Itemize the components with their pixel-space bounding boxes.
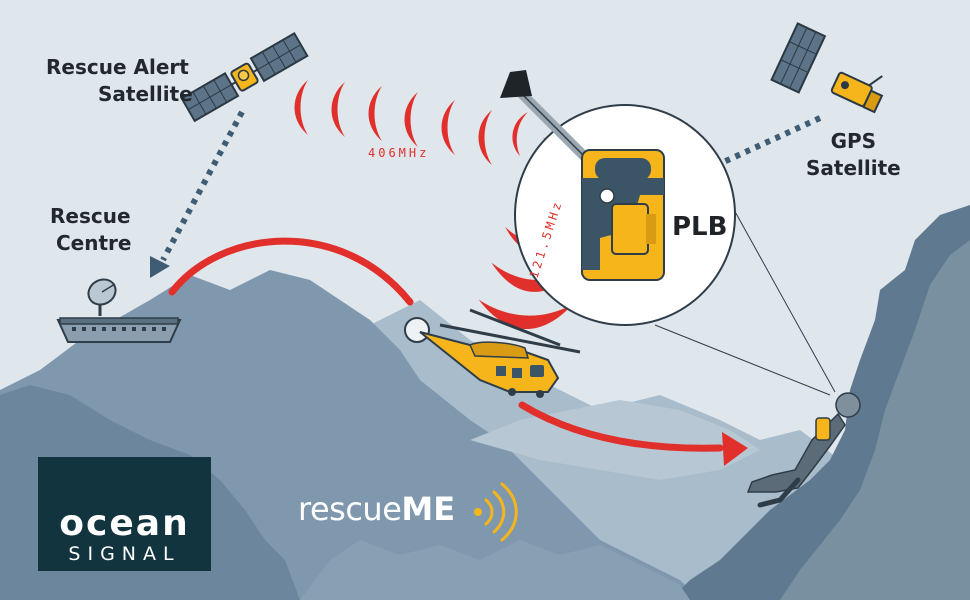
gps-satellite-icon — [770, 22, 884, 114]
signal-wave-icon — [294, 80, 528, 165]
logo-word-signal: SIGNAL — [68, 543, 181, 565]
logo-word-ocean: ocean — [59, 503, 190, 544]
helicopter-icon — [404, 308, 581, 398]
rescueme-logo: rescueME — [298, 490, 455, 530]
label-gps-satellite: GPS Satellite — [806, 128, 901, 182]
label-frequency-406: 406MHz — [368, 146, 430, 160]
rescueme-signal-icon — [474, 482, 518, 542]
rescueme-logo-light: rescue — [298, 490, 402, 528]
label-line: Rescue Alert — [46, 55, 189, 79]
label-rescue-alert-satellite: Rescue Alert Satellite — [46, 54, 193, 108]
label-line: Satellite — [806, 156, 901, 180]
label-line: GPS — [830, 129, 877, 153]
signal-arrow-helicopter-to-climber — [518, 401, 724, 452]
rescue-satellite-icon — [180, 32, 309, 123]
ocean-signal-logo: ocean SIGNAL — [38, 457, 211, 571]
rescue-centre-building — [56, 317, 182, 343]
signal-arc-centre-to-helicopter — [168, 237, 414, 306]
dotted-arrow-satellite-to-centre — [150, 110, 245, 278]
label-line: Satellite — [98, 82, 193, 106]
foreground-hills — [300, 540, 690, 600]
cliff-right-highlight — [780, 240, 970, 600]
label-rescue-centre: Rescue Centre — [50, 203, 131, 257]
plb-device-icon — [500, 70, 665, 281]
label-line: Rescue — [50, 204, 131, 228]
dish-antenna-icon — [87, 278, 117, 316]
label-plb: PLB — [672, 212, 728, 242]
arrowhead-red — [722, 432, 748, 466]
rescueme-logo-bold: ME — [401, 490, 456, 528]
label-line: Centre — [56, 231, 132, 255]
climber-icon — [746, 392, 861, 508]
